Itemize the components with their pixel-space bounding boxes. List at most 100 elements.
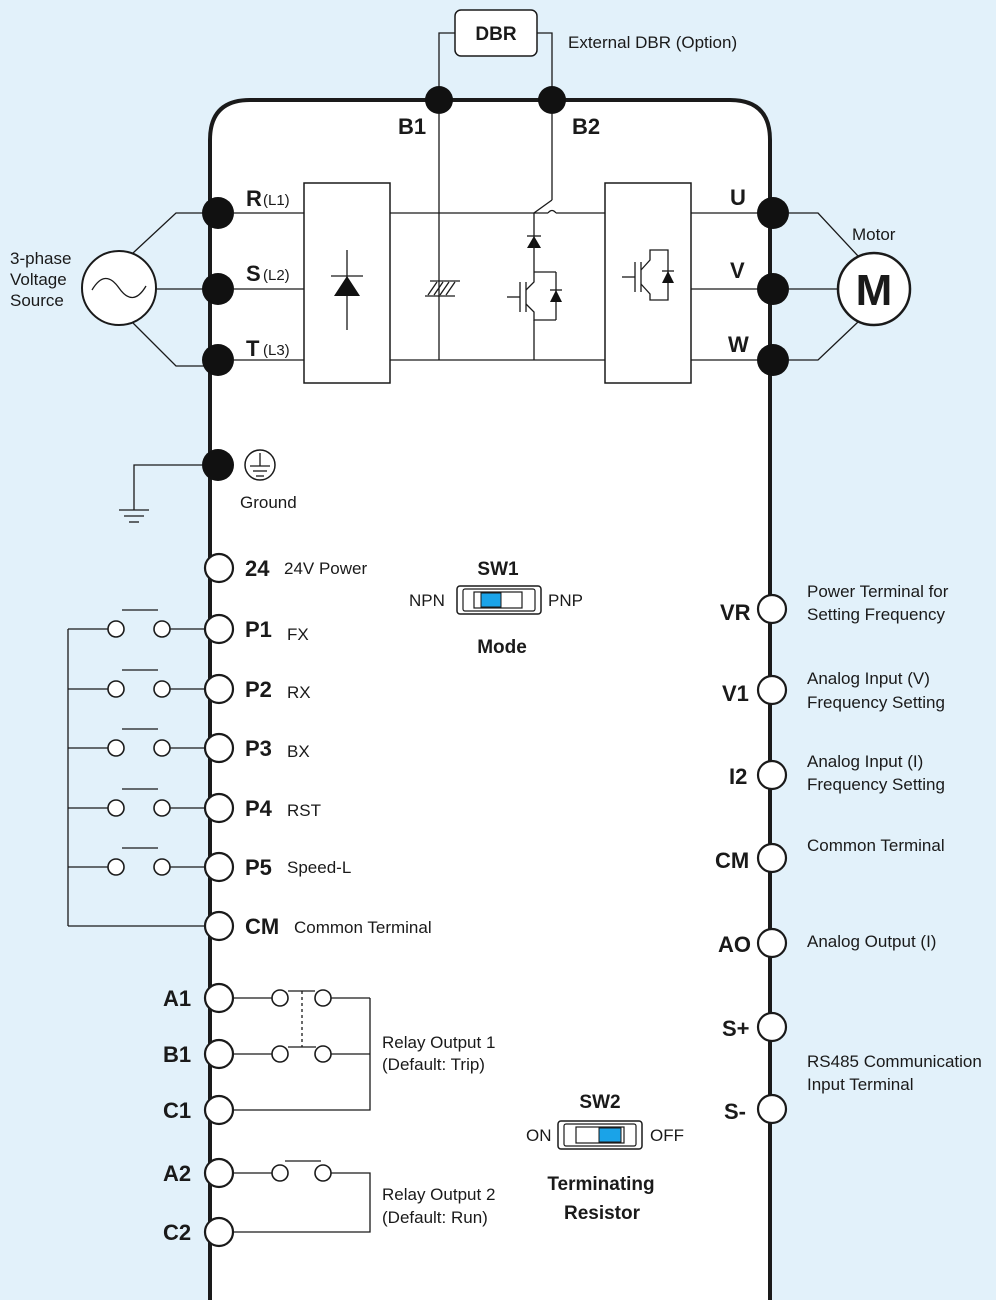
terminal-vr-name: VR bbox=[720, 600, 751, 625]
igbt-icon bbox=[622, 249, 674, 301]
terminal-p3[interactable] bbox=[203, 732, 235, 764]
terminal-v1-desc1: Analog Input (V) bbox=[807, 669, 930, 688]
terminal-p3-name: P3 bbox=[245, 736, 272, 761]
terminal-cm-left[interactable] bbox=[203, 910, 235, 942]
terminal-p1-desc: FX bbox=[287, 625, 309, 644]
terminal-s-minus[interactable] bbox=[756, 1093, 788, 1125]
terminal-p2-name: P2 bbox=[245, 677, 272, 702]
input-switches bbox=[68, 609, 205, 876]
dbr-note: External DBR (Option) bbox=[568, 33, 737, 52]
brake-b2-label: B2 bbox=[572, 114, 600, 139]
sw1-knob bbox=[480, 592, 502, 608]
rs485-line2: Input Terminal bbox=[807, 1075, 913, 1094]
terminal-p5[interactable] bbox=[203, 851, 235, 883]
u-label: U bbox=[730, 185, 746, 210]
r-terminal[interactable] bbox=[202, 197, 234, 229]
w-label: W bbox=[728, 332, 749, 357]
terminal-cm-right-desc: Common Terminal bbox=[807, 836, 945, 855]
terminal-ao-desc: Analog Output (I) bbox=[807, 932, 936, 951]
terminal-b1[interactable] bbox=[203, 1038, 235, 1070]
s-terminal[interactable] bbox=[202, 273, 234, 305]
dbr-label: DBR bbox=[475, 24, 516, 45]
t-terminal[interactable] bbox=[202, 344, 234, 376]
relay-a1-label: A1 bbox=[163, 986, 191, 1011]
terminal-ao-name: AO bbox=[718, 932, 751, 957]
terminal-p4-desc: RST bbox=[287, 801, 321, 820]
sw2-caption2: Resistor bbox=[564, 1203, 641, 1224]
motor-icon bbox=[836, 251, 912, 327]
r-label: R bbox=[246, 186, 262, 211]
sw2-right: OFF bbox=[650, 1126, 684, 1145]
terminal-v1-name: V1 bbox=[722, 681, 749, 706]
terminal-cm-right[interactable] bbox=[756, 842, 788, 874]
rectifier-diode-icon bbox=[334, 276, 360, 296]
b1-terminal[interactable] bbox=[425, 86, 453, 114]
p3-switch-icon bbox=[68, 728, 205, 757]
terminal-c2[interactable] bbox=[203, 1216, 235, 1248]
brake-chopper-icon bbox=[507, 225, 562, 360]
relay2-line2: (Default: Run) bbox=[382, 1208, 488, 1227]
p2-switch-icon bbox=[68, 669, 205, 698]
terminal-p2[interactable] bbox=[203, 673, 235, 705]
terminal-s-plus-name: S+ bbox=[722, 1016, 750, 1041]
ground-terminal[interactable] bbox=[202, 449, 234, 481]
terminal-p5-name: P5 bbox=[245, 855, 272, 880]
terminal-c1[interactable] bbox=[203, 1094, 235, 1126]
source-line1: 3-phase bbox=[10, 249, 71, 268]
terminal-i2-desc1: Analog Input (I) bbox=[807, 752, 923, 771]
terminal-cm-desc: Common Terminal bbox=[294, 918, 432, 937]
terminal-a2[interactable] bbox=[203, 1157, 235, 1189]
terminal-a1[interactable] bbox=[203, 982, 235, 1014]
relay-c2-label: C2 bbox=[163, 1220, 191, 1245]
terminal-p4[interactable] bbox=[203, 792, 235, 824]
terminal-vr-desc2: Setting Frequency bbox=[807, 605, 945, 624]
inverter-body bbox=[208, 98, 772, 1300]
terminal-i2[interactable] bbox=[756, 759, 788, 791]
terminal-24-name: 24 bbox=[245, 556, 270, 581]
u-terminal[interactable] bbox=[757, 197, 789, 229]
w-terminal[interactable] bbox=[757, 344, 789, 376]
s-label: S bbox=[246, 261, 261, 286]
rs485-line1: RS485 Communication bbox=[807, 1052, 982, 1071]
terminal-24[interactable] bbox=[203, 552, 235, 584]
ground-icon bbox=[244, 449, 276, 481]
v-label: V bbox=[730, 258, 745, 283]
relay-a2-label: A2 bbox=[163, 1161, 191, 1186]
sw2-title: SW2 bbox=[579, 1092, 620, 1113]
terminal-v1[interactable] bbox=[756, 674, 788, 706]
sw1-caption: Mode bbox=[477, 637, 527, 658]
ground-label: Ground bbox=[240, 493, 297, 512]
p1-switch-icon bbox=[68, 609, 205, 638]
t-sub: (L3) bbox=[263, 342, 290, 359]
relay-b1-label: B1 bbox=[163, 1042, 191, 1067]
motor-label: Motor bbox=[852, 225, 896, 244]
inverter-block bbox=[604, 182, 692, 384]
terminal-vr-desc1: Power Terminal for bbox=[807, 582, 949, 601]
motor-symbol: M bbox=[856, 266, 893, 315]
terminal-24-desc: 24V Power bbox=[284, 559, 367, 578]
sw2-switch[interactable] bbox=[557, 1120, 643, 1150]
sw2-caption1: Terminating bbox=[547, 1174, 654, 1195]
relay2-line1: Relay Output 2 bbox=[382, 1185, 495, 1204]
sw1-switch[interactable] bbox=[456, 585, 542, 615]
b2-terminal[interactable] bbox=[538, 86, 566, 114]
relay2-contact-icon bbox=[233, 1160, 371, 1233]
terminal-i2-desc2: Frequency Setting bbox=[807, 775, 945, 794]
terminal-p1[interactable] bbox=[203, 613, 235, 645]
terminal-cm-right-name: CM bbox=[715, 848, 749, 873]
terminal-s-plus[interactable] bbox=[756, 1011, 788, 1043]
p4-switch-icon bbox=[68, 788, 205, 817]
terminal-p1-name: P1 bbox=[245, 617, 272, 642]
s-sub: (L2) bbox=[263, 267, 290, 284]
source-line3: Source bbox=[10, 291, 64, 310]
terminal-p2-desc: RX bbox=[287, 683, 311, 702]
relay1-contact-icon bbox=[233, 989, 371, 1111]
sw1-left: NPN bbox=[409, 591, 445, 610]
terminal-ao[interactable] bbox=[756, 927, 788, 959]
terminal-p4-name: P4 bbox=[245, 796, 273, 821]
terminal-vr[interactable] bbox=[756, 593, 788, 625]
sw2-knob bbox=[598, 1127, 622, 1143]
v-terminal[interactable] bbox=[757, 273, 789, 305]
relay1-line1: Relay Output 1 bbox=[382, 1033, 495, 1052]
